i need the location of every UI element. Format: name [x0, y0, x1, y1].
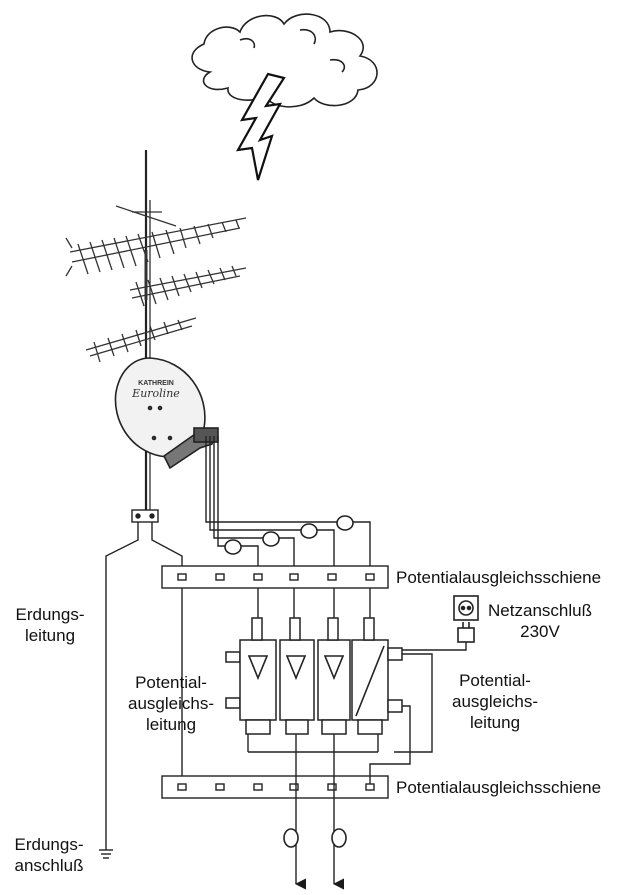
wiring	[247, 640, 467, 890]
netzanschluss-label: Netzanschluß 230V	[488, 601, 592, 641]
erdungsanschluss-label: Erdungs- anschluß	[14, 835, 84, 875]
ground-wires	[105, 522, 183, 842]
antenna-mast	[144, 150, 151, 520]
potential-bus-bar-top	[161, 565, 389, 589]
amplifier-triangle-icon	[247, 655, 345, 681]
ground-symbol-icon	[99, 842, 113, 859]
potentialausgleichsleitung-right-label: Potential- ausgleichs- leitung	[452, 671, 538, 732]
dish-model-label: Euroline	[132, 387, 180, 400]
satellite-dish-icon	[114, 357, 219, 470]
schiene-top-label: Potentialausgleichsschiene	[396, 568, 602, 587]
potential-bus-bar-bottom	[161, 775, 389, 799]
mast-clamp	[131, 509, 159, 523]
lightning-bolt-icon	[235, 72, 286, 181]
wall-socket-icon	[453, 595, 479, 621]
power-plug-icon	[457, 622, 475, 643]
dish-brand-label: KATHREIN	[138, 380, 174, 387]
erdungsleitung-label: Erdungs- leitung	[15, 605, 85, 645]
cable-loop-icon	[283, 828, 347, 848]
uhf-antenna-icon	[65, 205, 247, 363]
storm-cloud-icon	[191, 13, 378, 108]
distribution-unit	[225, 617, 403, 735]
cable-loop-icon	[224, 515, 354, 555]
schiene-bottom-label: Potentialausgleichsschiene	[396, 778, 602, 797]
potentialausgleichsleitung-left-label: Potential- ausgleichs- leitung	[128, 673, 214, 734]
multiswitch-icon	[355, 645, 385, 717]
